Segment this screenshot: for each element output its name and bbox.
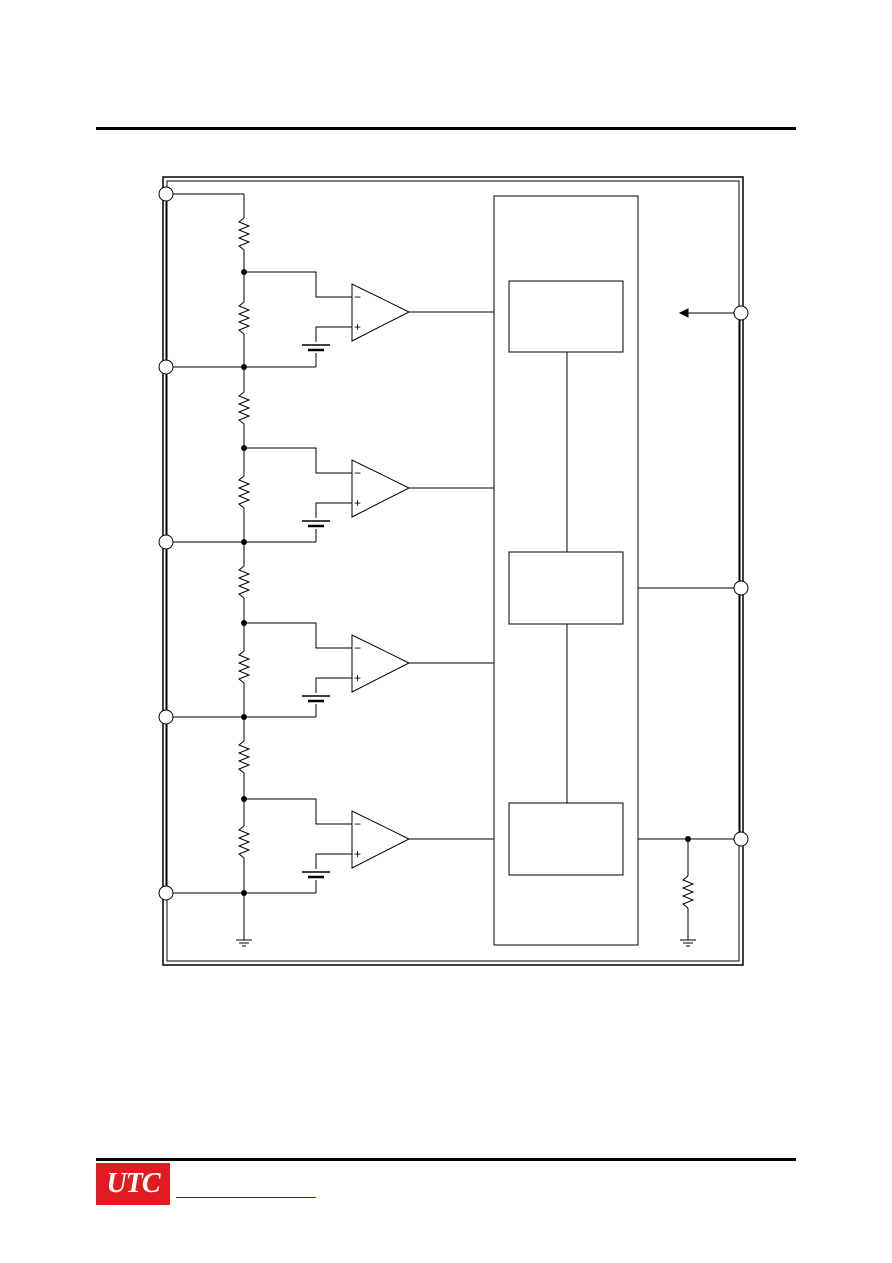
logic-sub-block-top [508,280,624,353]
outer-frame [162,176,744,966]
resistor [237,740,251,774]
junction-dot [241,714,247,720]
comparator [351,459,411,518]
inverting-input-label: − [354,641,361,655]
ground-symbol [236,939,252,947]
ground-symbol [680,939,696,947]
inverting-input-label: − [354,466,361,480]
non-inverting-input-label: + [354,671,361,685]
pin-right-2 [733,580,749,596]
pin-left-3 [158,534,174,550]
pin-right-3 [733,831,749,847]
resistor [237,475,251,509]
junction-dot [241,890,247,896]
pin-left-4 [158,709,174,725]
resistor [237,391,251,425]
comparator [351,810,411,869]
inner-frame [166,180,740,962]
arrow-icon [678,308,689,318]
non-inverting-input-label: + [354,496,361,510]
logo-text: UTC [106,1168,161,1199]
logic-sub-block-middle [508,551,624,625]
inverting-input-label: − [354,817,361,831]
comparator [351,634,411,693]
pin-left-2 [158,359,174,375]
junction-dot [241,364,247,370]
resistor [681,875,695,909]
logic-block [493,195,639,946]
comparator-stage-2 [244,447,494,542]
resistor [237,565,251,599]
non-inverting-input-label: + [354,847,361,861]
pin-left-1 [158,186,174,202]
pin-right-1 [733,305,749,321]
junction-dot [241,620,247,626]
junction-dot [241,539,247,545]
comparator-stage-3 [244,622,494,717]
header-rule [96,127,796,130]
footer-rule [96,1158,796,1161]
resistor [237,650,251,684]
resistor [237,217,251,251]
junction-dot [241,445,247,451]
comparator [351,283,411,342]
utc-logo: UTC [96,1163,170,1205]
resistor [237,825,251,859]
junction-dot [685,836,691,842]
website-link[interactable] [176,1181,316,1198]
pin-left-5 [158,885,174,901]
comparator-stage-4 [244,798,494,893]
inverting-input-label: − [354,290,361,304]
logic-sub-block-bottom [508,802,624,876]
non-inverting-input-label: + [354,320,361,334]
junction-dot [241,796,247,802]
resistor [237,301,251,335]
comparator-stage-1 [244,271,494,367]
junction-dot [241,269,247,275]
